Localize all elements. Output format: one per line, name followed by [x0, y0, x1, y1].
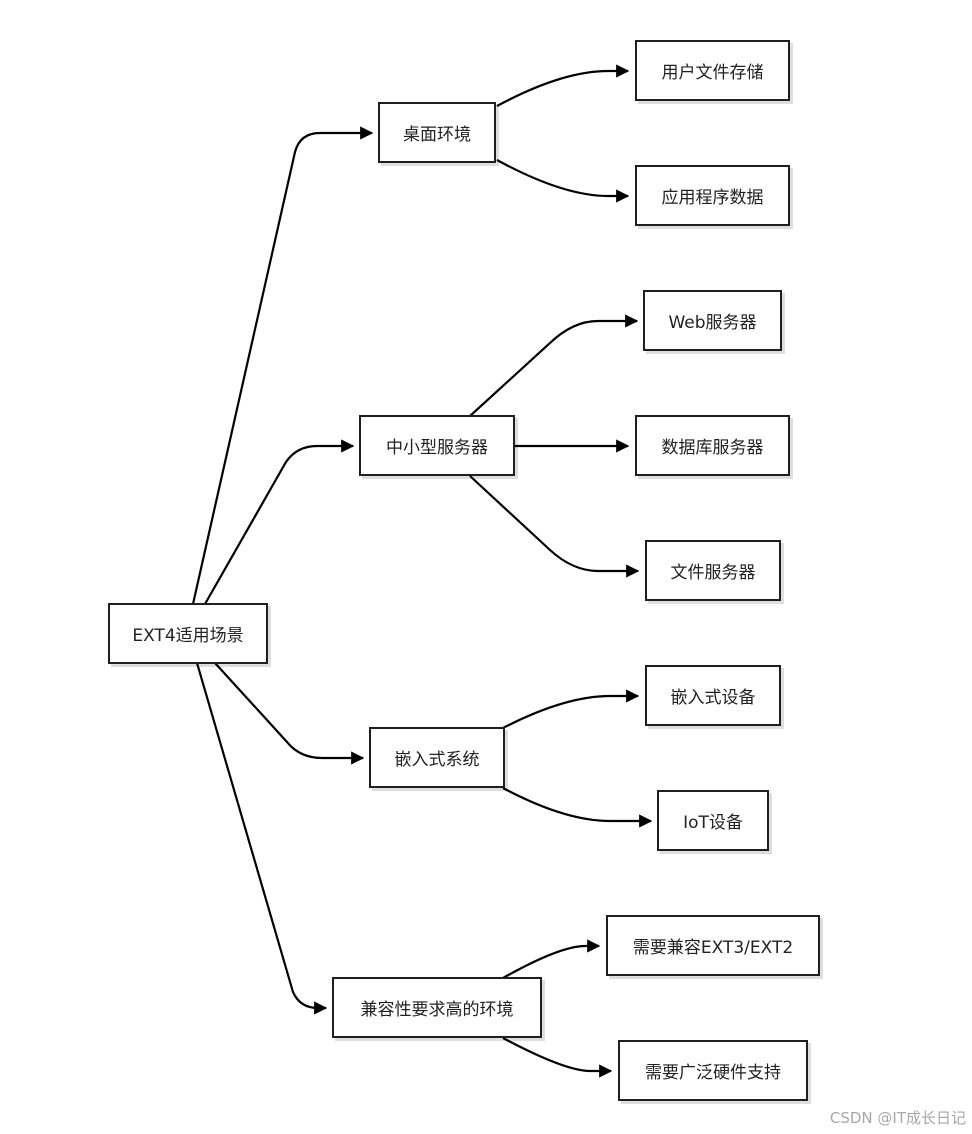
edge-embedded-device: [502, 689, 640, 729]
leaf-node-db-server: 数据库服务器: [635, 415, 790, 476]
category-node-compat: 兼容性要求高的环境: [332, 977, 542, 1038]
edge-desktop-app-data: [496, 159, 630, 203]
edge-embedded-iot: [502, 787, 653, 828]
leaf-node-web-server: Web服务器: [643, 290, 782, 351]
leaf-node-embedded-device: 嵌入式设备: [645, 665, 781, 726]
edge-root-desktop: [191, 126, 374, 605]
edge-root-embedded: [214, 662, 365, 765]
leaf-node-hardware-support: 需要广泛硬件支持: [618, 1040, 808, 1101]
edge-root-server: [204, 439, 355, 605]
edge-desktop-user-files: [496, 64, 630, 107]
leaf-node-ext-compat: 需要兼容EXT3/EXT2: [606, 915, 820, 976]
leaf-node-file-server: 文件服务器: [645, 540, 781, 601]
edge-server-web: [469, 314, 639, 417]
category-node-embedded: 嵌入式系统: [369, 727, 505, 788]
category-node-server: 中小型服务器: [359, 415, 515, 476]
edge-compat-ext: [502, 939, 601, 979]
leaf-node-app-data: 应用程序数据: [635, 165, 790, 226]
category-node-desktop: 桌面环境: [378, 102, 496, 163]
watermark: CSDN @IT成长日记: [829, 1109, 966, 1127]
edge-server-file: [469, 475, 640, 578]
leaf-node-user-files: 用户文件存储: [635, 40, 790, 101]
leaf-node-iot-device: IoT设备: [657, 790, 769, 851]
root-node: EXT4适用场景: [108, 603, 268, 664]
edge-compat-hardware: [502, 1037, 613, 1078]
edge-root-compat: [195, 662, 328, 1015]
